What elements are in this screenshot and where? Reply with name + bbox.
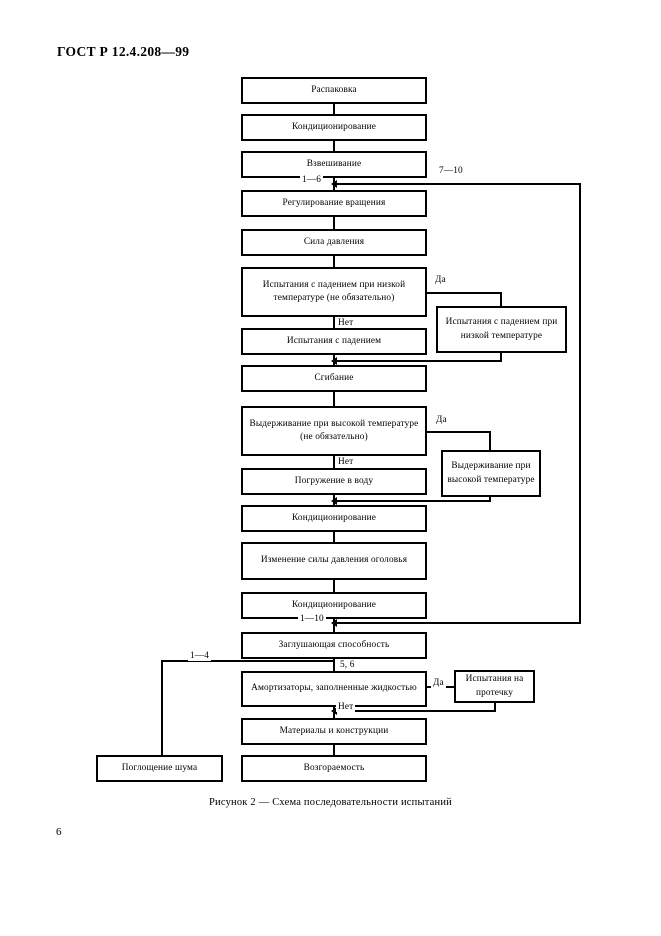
flow-box-drop-low-temperature: Испытания с падением при низкой температ… (436, 306, 567, 353)
flow-box-heat-optional: Выдерживание при высокой температуре (не… (241, 406, 427, 456)
connector-headband-condition3 (333, 580, 335, 592)
flow-box-flammability: Возгораемость (241, 755, 427, 782)
flow-box-drop-test: Испытания с падением (241, 328, 427, 355)
branch-return-drop-arrow (331, 357, 337, 365)
figure-caption: Рисунок 2 — Схема последовательности исп… (209, 797, 452, 808)
edge-label-1-10: 1—10 (298, 614, 326, 625)
flow-box-headband-force: Изменение силы давления оголовья (241, 542, 427, 580)
flow-box-pressure: Сила давления (241, 229, 427, 256)
flow-box-drop-low-optional: Испытания с падением при низкой температ… (241, 267, 427, 317)
branch-line-1-4-v (161, 660, 163, 755)
connector-droplowopt-droptest (333, 317, 335, 328)
branch-return-leak-h (333, 710, 496, 712)
flow-box-condition2: Кондиционирование (241, 505, 427, 532)
branch-line-heat-yes-h (427, 431, 491, 433)
edge-label-yes-heat: Да (434, 415, 449, 426)
flow-box-noise-absorption: Поглощение шума (96, 755, 223, 782)
branch-line-drop-yes-v (500, 292, 502, 308)
connector-heatopt-immersion (333, 456, 335, 468)
branch-return-drop-v (500, 353, 502, 361)
flow-box-immersion: Погружение в воду (241, 468, 427, 495)
connector-condition2-headband (333, 532, 335, 542)
branch-line-drop-yes-h (427, 292, 502, 294)
connector-attenuation-cushions (333, 659, 335, 671)
standard-number-header: ГОСТ Р 12.4.208—99 (57, 44, 190, 59)
connector-condition1-weighing (333, 141, 335, 151)
flow-box-unpack: Распаковка (241, 77, 427, 104)
flow-box-bending: Сгибание (241, 365, 427, 392)
edge-label-1-4: 1—4 (188, 651, 212, 662)
edge-label-1-6: 1—6 (300, 175, 324, 186)
branch-return-heat-h (333, 500, 491, 502)
flow-box-materials: Материалы и конструкции (241, 718, 427, 745)
page-number: 6 (56, 826, 62, 838)
flow-box-rotation: Регулирование вращения (241, 190, 427, 217)
connector-unpack-condition1 (333, 104, 335, 114)
edge-label-yes-drop: Да (433, 275, 448, 286)
return-line-right-vertical (579, 183, 581, 624)
edge-label-7-10: 7—10 (439, 166, 463, 176)
branch-line-heat-yes-v (489, 431, 491, 452)
connector-bending-heatopt (333, 392, 335, 406)
branch-return-leak-v (494, 703, 496, 711)
return-arrow-7-10 (331, 180, 337, 188)
flow-box-leak-test: Испытания на протечку (454, 670, 535, 703)
branch-return-leak-arrow (331, 707, 337, 715)
flow-box-high-temperature: Выдерживание при высокой температуре (441, 450, 541, 497)
edge-label-no-drop: Нет (336, 318, 356, 329)
connector-materials-flammability (333, 745, 335, 755)
flow-box-condition3: Кондиционирование (241, 592, 427, 619)
connector-pressure-droplowopt (333, 256, 335, 267)
edge-label-no-leak: Нет (336, 702, 356, 713)
branch-return-drop-h (333, 360, 502, 362)
return-arrow-1-10 (331, 619, 337, 627)
flow-box-attenuation: Заглушающая способность (241, 632, 427, 659)
branch-return-heat-arrow (331, 497, 337, 505)
flow-box-weighing: Взвешивание (241, 151, 427, 178)
branch-return-heat-v (489, 497, 491, 502)
connector-rotation-pressure (333, 217, 335, 229)
return-line-7-10-horizontal (333, 183, 581, 185)
edge-label-yes-leak: Да (431, 678, 446, 689)
branch-line-1-4-h (161, 660, 335, 662)
edge-label-5-6: 5, 6 (338, 660, 357, 671)
return-line-1-10-horizontal (333, 622, 581, 624)
flow-box-condition1: Кондиционирование (241, 114, 427, 141)
flow-box-liquid-cushions: Амортизаторы, заполненные жидкостью (241, 671, 427, 707)
edge-label-no-heat: Нет (336, 457, 356, 468)
